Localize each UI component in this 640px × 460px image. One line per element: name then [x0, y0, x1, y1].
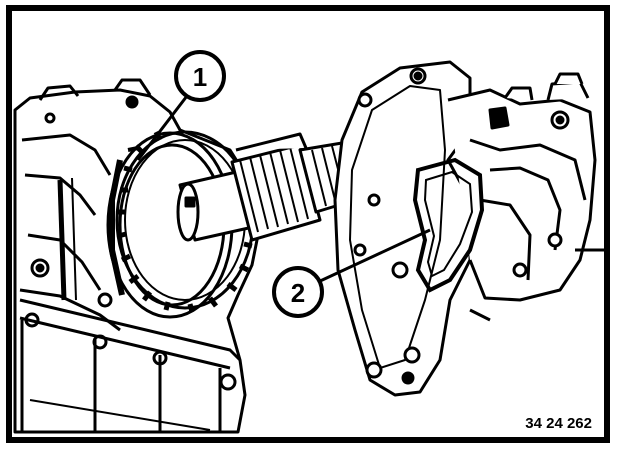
pump-cover-housing — [333, 60, 610, 397]
callout-1-leader — [136, 91, 192, 161]
seating-ring — [115, 130, 255, 313]
callout-2-circle — [272, 266, 324, 318]
gasket — [412, 157, 485, 293]
callout-2: 2 — [272, 228, 431, 318]
figure-reference-number: 34 24 262 — [525, 415, 592, 432]
callout-1-label: 1 — [193, 62, 207, 92]
callout-2-leader — [317, 228, 431, 284]
callout-1: 1 — [136, 50, 226, 161]
callout-1-circle — [174, 50, 226, 102]
callout-2-label: 2 — [291, 278, 305, 308]
